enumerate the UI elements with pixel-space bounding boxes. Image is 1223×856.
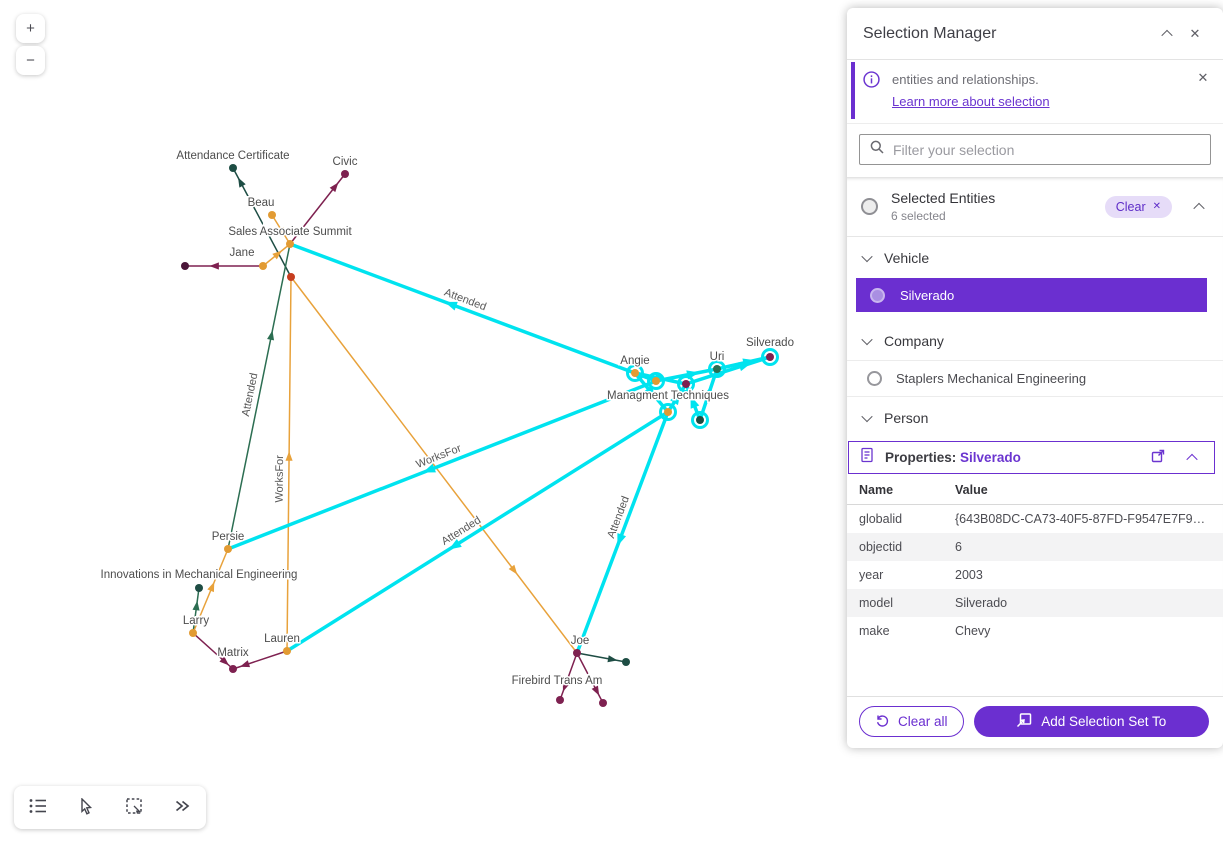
table-header-row: Name Value	[847, 474, 1223, 505]
dismiss-banner-button[interactable]: ✕	[1189, 64, 1217, 92]
list-icon	[28, 797, 48, 818]
box-select-tool-button[interactable]	[113, 790, 155, 826]
entity-item-silverado[interactable]: Silverado	[856, 278, 1207, 312]
panel-title: Selection Manager	[863, 24, 997, 42]
clear-selection-chip[interactable]: Clear ✕	[1104, 195, 1172, 218]
panel-footer: Clear all Add Selection Set To	[847, 696, 1223, 748]
collapse-panel-button[interactable]	[1153, 20, 1181, 48]
collapse-properties-button[interactable]	[1180, 444, 1204, 472]
properties-entity: Silverado	[960, 450, 1021, 465]
panel-body: Selected Entities 6 selected Clear ✕ Veh…	[847, 177, 1223, 696]
group-company[interactable]: Company	[847, 320, 1223, 360]
double-chevron-icon	[174, 799, 190, 816]
svg-text:Sales Associate Summit: Sales Associate Summit	[228, 226, 352, 238]
svg-text:Attendance Certificate: Attendance Certificate	[176, 150, 289, 162]
more-tools-button[interactable]	[161, 790, 203, 826]
chevron-up-icon	[1186, 453, 1198, 465]
info-banner: entities and relationships. Learn more a…	[847, 60, 1223, 124]
chevron-down-icon	[861, 410, 873, 423]
svg-text:Silverado: Silverado	[746, 337, 794, 349]
entity-icon	[867, 371, 882, 386]
column-value: Value	[943, 474, 1223, 505]
open-properties-button[interactable]	[1146, 444, 1170, 472]
learn-more-link[interactable]: Learn more about selection	[892, 93, 1050, 109]
svg-text:Matrix: Matrix	[217, 647, 249, 659]
clear-all-button[interactable]: Clear all	[859, 706, 964, 737]
svg-text:Persie: Persie	[212, 531, 245, 543]
banner-text: entities and relationships.	[892, 72, 1039, 87]
chevron-down-icon	[861, 250, 873, 263]
entity-icon	[870, 287, 885, 303]
entity-item-staplers[interactable]: Staplers Mechanical Engineering	[847, 360, 1223, 397]
cursor-icon	[79, 796, 94, 818]
selection-manager-panel: Selection Manager ✕ entities and relatio…	[847, 8, 1223, 748]
svg-text:Innovations in Mechanical Engi: Innovations in Mechanical Engineering	[101, 569, 298, 581]
filter-search-box	[859, 134, 1211, 165]
svg-text:Beau: Beau	[248, 197, 275, 209]
column-name: Name	[847, 474, 943, 505]
properties-title: Properties:	[885, 450, 957, 465]
divider	[847, 236, 1223, 237]
group-label: Company	[884, 333, 944, 349]
chevron-up-icon	[1193, 202, 1205, 214]
selected-entities-title: Selected Entities	[891, 190, 996, 206]
close-icon: ✕	[1152, 201, 1161, 212]
add-selection-set-button[interactable]: Add Selection Set To	[973, 706, 1209, 737]
svg-text:Civic: Civic	[333, 156, 358, 168]
zoom-out-button[interactable]: −	[16, 46, 45, 75]
table-row: globalid{643B08DC-CA73-40F5-87FD-F9547E7…	[859, 512, 1213, 526]
group-vehicle[interactable]: Vehicle	[847, 237, 1223, 277]
group-label: Vehicle	[884, 250, 930, 266]
panel-header: Selection Manager ✕	[847, 8, 1223, 60]
svg-text:Joe: Joe	[571, 635, 590, 647]
properties-table: Name Value globalid{643B08DC-CA73-40F5-8…	[847, 474, 1223, 645]
properties-icon	[859, 447, 875, 468]
filter-input[interactable]	[893, 141, 1201, 158]
undo-icon	[875, 713, 890, 731]
properties-header[interactable]: Properties: Silverado	[848, 441, 1215, 474]
link-chart-toolbar	[14, 786, 206, 829]
selected-count: 6 selected	[891, 209, 946, 223]
select-box-icon	[125, 797, 143, 818]
group-person[interactable]: Person	[847, 397, 1223, 437]
info-icon	[863, 71, 880, 93]
svg-text:Angie: Angie	[620, 355, 649, 367]
entity-label: Silverado	[900, 287, 955, 303]
zoom-in-button[interactable]: +	[16, 14, 45, 43]
svg-text:Jane: Jane	[230, 247, 255, 259]
add-selection-icon	[1016, 712, 1032, 731]
pointer-tool-button[interactable]	[65, 790, 107, 826]
add-selection-label: Add Selection Set To	[1041, 714, 1167, 729]
svg-text:Managment Techniques: Managment Techniques	[607, 390, 729, 402]
chevron-down-icon	[861, 333, 873, 346]
search-icon	[869, 139, 885, 160]
svg-text:Larry: Larry	[183, 615, 209, 627]
svg-text:WorksFor: WorksFor	[274, 455, 287, 503]
clear-chip-label: Clear	[1115, 199, 1146, 214]
svg-text:Uri: Uri	[710, 351, 725, 363]
external-link-icon	[1150, 448, 1166, 467]
legend-list-button[interactable]	[17, 790, 59, 826]
chevron-up-icon	[1161, 29, 1173, 41]
svg-text:Attended: Attended	[240, 372, 261, 418]
banner-accent-bar	[851, 62, 855, 119]
svg-text:Lauren: Lauren	[264, 633, 300, 645]
selected-entities-section: Selected Entities 6 selected Clear ✕	[847, 177, 1223, 236]
clear-all-label: Clear all	[898, 714, 948, 729]
zoom-control: + −	[16, 14, 45, 75]
entities-ring-icon	[861, 198, 878, 215]
svg-text:Firebird Trans Am: Firebird Trans Am	[512, 675, 603, 687]
entity-label: Staplers Mechanical Engineering	[896, 371, 1087, 386]
collapse-entities-button[interactable]	[1185, 193, 1213, 221]
group-label: Person	[884, 410, 929, 426]
close-panel-button[interactable]: ✕	[1181, 20, 1209, 48]
